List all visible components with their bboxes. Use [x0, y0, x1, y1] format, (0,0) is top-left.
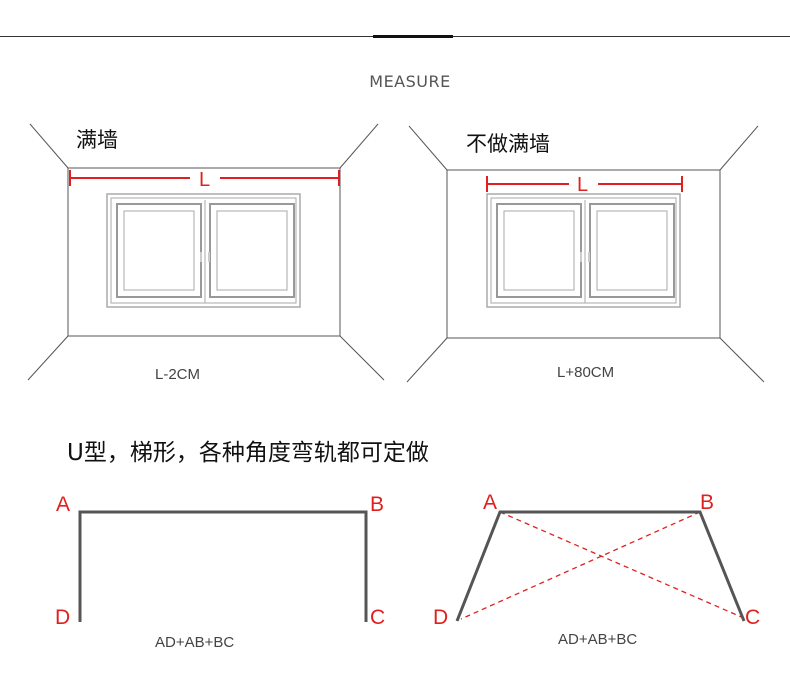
panel-right-title: 不做满墙 [466, 132, 550, 156]
trap-point-b: B [700, 491, 714, 514]
panel-right-caption: L+80CM [557, 364, 615, 381]
u-point-c: C [370, 606, 385, 629]
track-heading: U型，梯形，各种角度弯轨都可定做 [67, 440, 429, 466]
u-point-a: A [56, 493, 70, 516]
u-shape-formula: AD+AB+BC [155, 634, 235, 651]
trap-point-c: C [745, 606, 760, 629]
trapezoid-diagonals [460, 511, 747, 620]
section-title: MEASURE [369, 72, 451, 91]
dimension-line-right [486, 176, 683, 192]
window-right [486, 193, 681, 308]
panel-left-caption: L-2CM [155, 366, 201, 383]
u-shape-track [78, 510, 368, 622]
trap-point-d: D [433, 606, 448, 629]
top-divider-accent [373, 35, 453, 38]
room-right-back-wall [446, 169, 721, 339]
window-left [106, 193, 301, 308]
room-left-back-wall [67, 167, 341, 337]
trapezoid-track [455, 510, 746, 622]
room-right [406, 125, 765, 383]
trap-point-a: A [483, 491, 497, 514]
panel-left-title: 满墙 [76, 128, 118, 152]
room-left [27, 123, 385, 381]
u-point-d: D [55, 606, 70, 629]
trapezoid-formula: AD+AB+BC [558, 631, 638, 648]
dimension-label-left: L [199, 169, 210, 191]
u-point-b: B [370, 493, 384, 516]
dimension-line-left [69, 170, 340, 186]
dimension-label-right: L [577, 174, 588, 196]
